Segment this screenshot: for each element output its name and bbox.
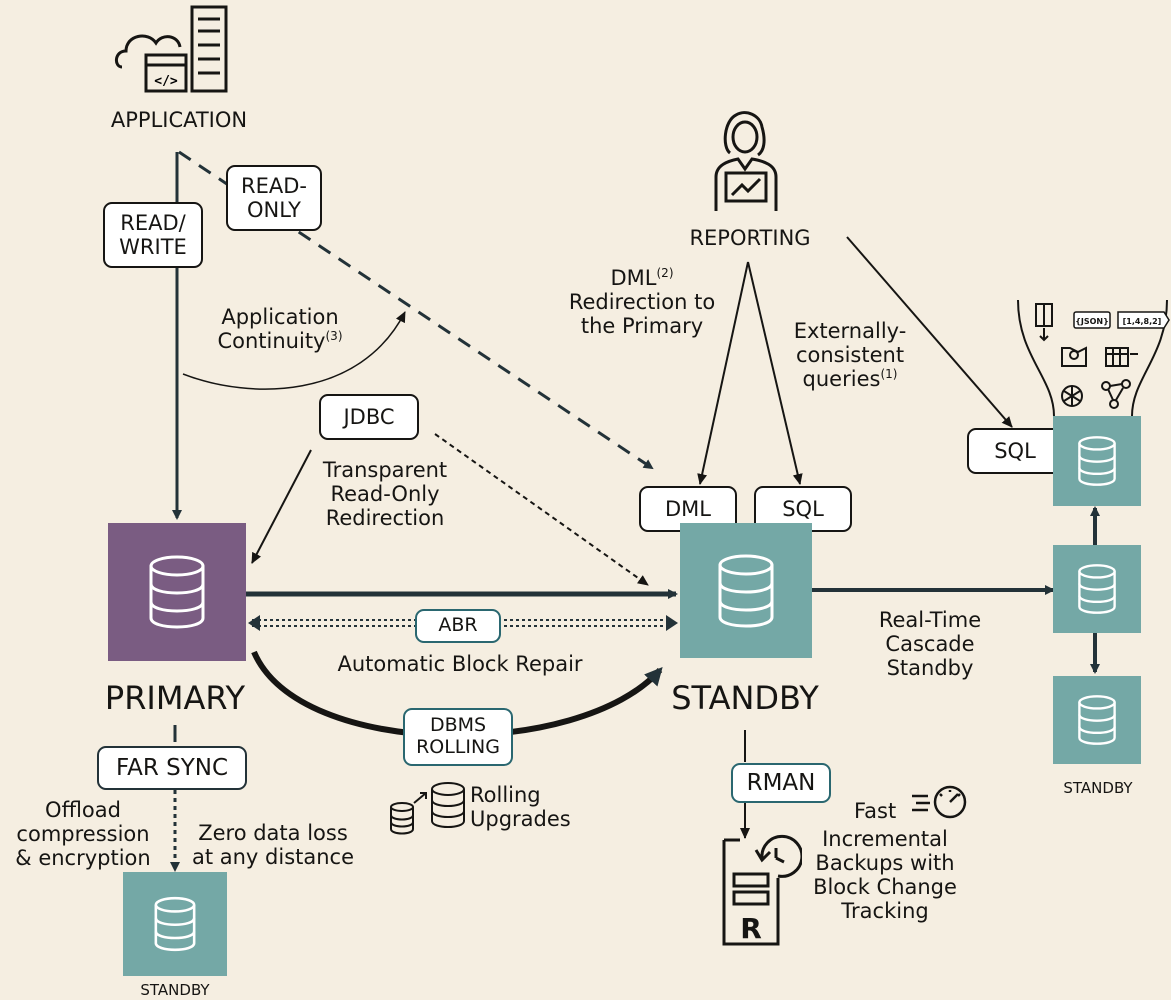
rolling-databases-icon [390, 782, 465, 835]
svg-text:R: R [740, 912, 762, 945]
dml-redirection-note: DML(2) Redirection to the Primary [562, 266, 722, 338]
dml-redirection-ref: (2) [656, 266, 674, 280]
application-continuity-note: Application Continuity(3) [190, 305, 370, 353]
fast-note: Fast [854, 799, 897, 823]
speedometer-icon [912, 785, 967, 819]
real-time-cascade-note: Real-Time Cascade Standby [878, 608, 982, 681]
far-sync-tag: FAR SYNC [97, 746, 247, 790]
database-icon [1078, 695, 1116, 745]
rolling-upgrades-note: Rolling Upgrades [470, 783, 571, 832]
incremental-backups-note: Incremental Backups with Block Change Tr… [813, 827, 957, 924]
abr-tag: ABR [415, 609, 501, 643]
jdbc-to-standby-connector [434, 433, 649, 586]
jdbc-tag: JDBC [319, 394, 419, 440]
sql-right-tag: SQL [967, 428, 1063, 474]
primary-database [108, 523, 246, 661]
backup-restore-icon: R [722, 834, 802, 946]
dml-redirection-title: DML [610, 266, 657, 290]
reporting-to-sql-right-connector [846, 236, 1013, 428]
rman-tag: RMAN [731, 763, 831, 803]
read-only-tag: READ- ONLY [226, 165, 322, 231]
application-continuity-ref: (3) [325, 329, 343, 344]
database-icon [1078, 564, 1116, 614]
reporting-to-dml-connector [697, 261, 749, 485]
reporting-to-sql-connector [747, 261, 803, 485]
standby-main-database [680, 523, 812, 658]
offload-note: Offload compression & encryption [15, 798, 151, 871]
svg-text:</>: </> [154, 74, 178, 89]
automatic-block-repair-note: Automatic Block Repair [337, 652, 583, 676]
json-type-label: {JSON} [1075, 317, 1109, 326]
standby-cascade-database [1053, 545, 1141, 633]
database-icon [154, 896, 196, 952]
transparent-redirection-note: Transparent Read-Only Redirection [322, 458, 448, 531]
zero-data-loss-note: Zero data loss at any distance [191, 821, 355, 870]
standby-bottom-left-label: STANDBY [140, 981, 210, 999]
primary-label: PRIMARY [104, 679, 246, 717]
application-continuity-curve [182, 311, 406, 390]
database-icon [718, 554, 774, 627]
externally-consistent-ref: (1) [880, 367, 898, 382]
standby-top-right-database [1053, 416, 1141, 506]
reporting-person-icon [714, 111, 778, 211]
standby-main-label: STANDBY [671, 679, 819, 717]
standby-bottom-left-database [123, 872, 227, 976]
standby-bottom-right-database [1053, 676, 1141, 764]
application-continuity-text: Application Continuity [217, 305, 339, 354]
database-icon [1078, 436, 1116, 486]
data-types-icon: {JSON} [1,4,8,2] [1017, 299, 1170, 417]
standby-right-label: STANDBY [1063, 779, 1133, 797]
dbms-rolling-tag: DBMS ROLLING [403, 708, 513, 766]
reporting-label: REPORTING [689, 226, 811, 250]
application-label: APPLICATION [110, 108, 248, 132]
array-type-label: [1,4,8,2] [1123, 317, 1162, 326]
jdbc-to-primary-connector [251, 449, 312, 564]
cloud-code-server-icon: </> [115, 5, 228, 93]
dml-redirection-body: Redirection to the Primary [568, 290, 716, 339]
database-icon [149, 555, 205, 629]
read-write-tag: READ/ WRITE [103, 202, 203, 268]
externally-consistent-note: Externally- consistent queries(1) [780, 319, 920, 391]
externally-consistent-text: Externally- consistent queries [793, 319, 907, 392]
